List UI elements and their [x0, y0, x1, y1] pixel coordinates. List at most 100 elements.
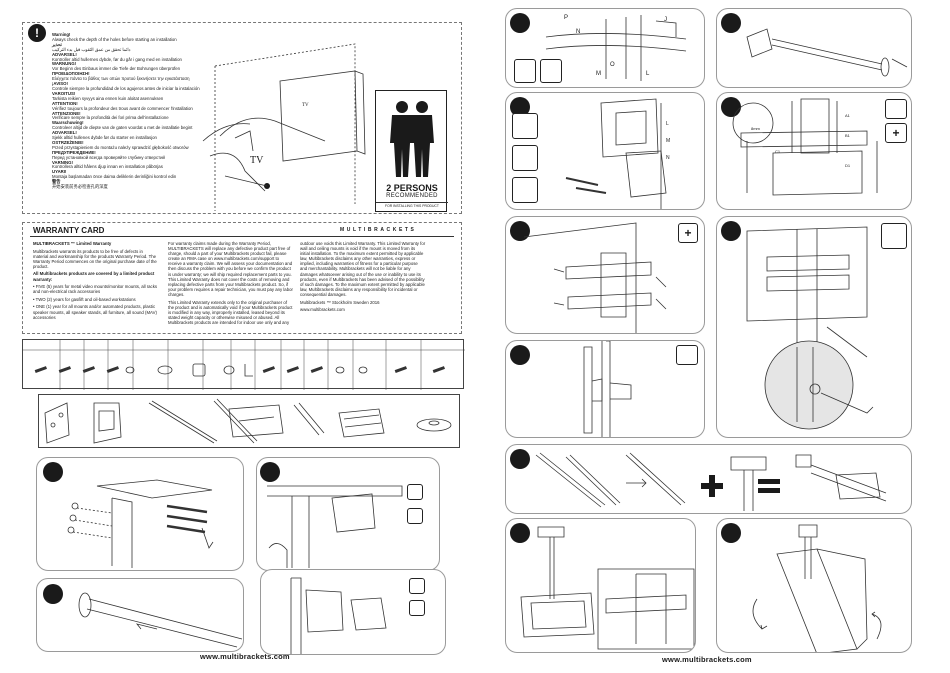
- warning-title: WARNUNG!: [52, 61, 77, 67]
- allen-key-tool-icon: [676, 345, 698, 365]
- warranty-divider: [30, 236, 454, 237]
- warning-text: Vor Beginn des Einbaus immer die Tiefe d…: [52, 66, 181, 72]
- letter-m-step3: M: [666, 138, 671, 144]
- allen-key-tool-icon: [512, 113, 538, 139]
- allen-key-tool-icon: [881, 223, 907, 249]
- step-number-badge: [721, 13, 741, 33]
- warning-text: Kontrollera alltid hålens djup innan en …: [52, 164, 163, 170]
- warranty-paragraph: This Limited Warranty extends only to th…: [168, 299, 293, 325]
- warning-title: OSTRZEŻENIE!: [52, 139, 84, 145]
- spanner-tool-icon: [512, 145, 538, 171]
- step-box-left-3: [36, 578, 244, 652]
- step-box-right-7: [505, 340, 705, 438]
- warning-text: Controle siempre la profundidad de los a…: [52, 85, 200, 91]
- step-number-badge: [721, 523, 741, 543]
- pole-bolts-drawing: [290, 577, 387, 654]
- two-persons-icon: [390, 101, 434, 177]
- warning-title: ΠΡΟΕΙΔΟΠΟΙΗΣΗ!: [52, 71, 90, 77]
- warning-title: Warning!: [52, 32, 71, 37]
- warning-title: ADVARSEL!: [52, 130, 77, 136]
- warning-text-list: Warning!Always check the depth of the ho…: [52, 32, 202, 190]
- step-number-badge: [510, 221, 530, 241]
- allen-key-tool-icon: [885, 99, 907, 119]
- warranty-paragraph: For warranty claims made during the Warr…: [168, 241, 293, 297]
- warning-text: Verificare sempre la profondità dei fori…: [52, 115, 169, 121]
- plus-tool-icon: +: [885, 123, 907, 143]
- left-footer-url: www.multibrackets.com: [200, 652, 290, 661]
- right-footer-url: www.multibrackets.com: [662, 655, 752, 664]
- warranty-paragraph: outdoor use voids this Limited Warranty.…: [300, 241, 426, 297]
- warranty-paragraph: • ONE (1) year for all mounts and/or aut…: [33, 304, 157, 320]
- warning-title: ¡AVISO!: [52, 81, 68, 87]
- step-box-right-6: [716, 216, 912, 438]
- letter-n: N: [576, 29, 581, 35]
- warranty-brand: MULTIBRACKETS: [340, 227, 417, 233]
- hardware-parts-drawing: [23, 340, 465, 390]
- dimension-d1: D1: [845, 163, 851, 168]
- persons-recommended: RECOMMENDED: [386, 193, 438, 199]
- warning-text: دائما تحقق من عمق الثقوب قبل بدء التركيب: [52, 46, 131, 52]
- warranty-title: WARRANTY CARD: [33, 226, 105, 235]
- warranty-paragraph: www.multibrackets.com: [300, 307, 345, 313]
- warranty-paragraph: Multibrackets ™ Stockholm Sweden 2016: [300, 299, 380, 305]
- step-box-left-4: [260, 569, 446, 655]
- tv-drilling-illustration: [202, 43, 366, 211]
- persons-note: FOR INSTALLING THIS PRODUCT: [376, 202, 448, 208]
- warning-title: ATTENZIONE!: [52, 110, 81, 116]
- dimension-b1: B1: [845, 133, 850, 138]
- pole-plate-drawing: [78, 592, 243, 648]
- letter-l: L: [646, 71, 650, 77]
- dimension-a1: A1: [845, 113, 850, 118]
- step-box-left-2: [256, 457, 440, 571]
- letter-p: P: [564, 15, 569, 21]
- warning-title: تحذير: [52, 41, 62, 47]
- wrench-tool-icon: [407, 484, 423, 500]
- warning-text: 开始安装前务必检查孔的深度: [52, 184, 108, 190]
- tv-tilt-drawing: [752, 524, 882, 652]
- step-box-right-10: [716, 518, 912, 653]
- step-box-right-3: L M N: [505, 92, 705, 210]
- parts-overview-drawing: [44, 398, 452, 444]
- step-box-left-1: [36, 457, 244, 571]
- step-number-badge: [43, 462, 63, 482]
- tv-mount-install-drawing: [520, 526, 695, 650]
- tv-side-view-drawing: [583, 341, 632, 437]
- allen-key-tool-icon: [514, 59, 536, 83]
- hardware-parts-strip: [22, 339, 465, 390]
- screwdriver-tool-icon: [409, 600, 425, 616]
- warranty-paragraph: MULTIBRACKETS ™ Limited Warranty: [33, 241, 112, 246]
- warning-title: VAROITUS!: [52, 90, 76, 96]
- warning-text: Перед установкой всегда проверяйте глуби…: [52, 154, 165, 160]
- step-number-badge: [510, 449, 530, 469]
- warning-section: [22, 22, 462, 214]
- pole-extension-drawing: [535, 452, 887, 511]
- pole-clamp-drawing: [545, 15, 687, 81]
- step-number-badge: [510, 97, 530, 117]
- warranty-column-2: For warranty claims made during the Warr…: [168, 241, 294, 328]
- step-number-badge: [721, 221, 741, 241]
- joist-mount-drawing: [267, 485, 403, 568]
- warranty-paragraph: • TWO (2) years for gas/lift and oil-bas…: [33, 296, 136, 302]
- wrench-tool-icon: [409, 578, 425, 594]
- step-number-badge: [510, 345, 530, 365]
- warranty-card: [22, 222, 462, 334]
- letter-m: M: [596, 71, 601, 77]
- warranty-paragraph: All Multibrackets products are covered b…: [33, 271, 155, 282]
- letter-l-step3: L: [666, 121, 669, 127]
- warning-text: Vérifiez toujours la profondeur des trou…: [52, 105, 193, 111]
- screwdriver-tool-icon: [512, 177, 538, 203]
- step-number-badge: [260, 462, 280, 482]
- warranty-column-3: outdoor use voids this Limited Warranty.…: [300, 241, 426, 315]
- warning-icon: !: [28, 24, 46, 42]
- spanner-tool-icon: [540, 59, 562, 83]
- tv-hang-detail-drawing: [746, 226, 874, 430]
- step-box-right-4: 8mm A1 B1 C1 D1 +: [716, 92, 912, 210]
- tv-plate-arms-drawing: [523, 222, 667, 333]
- plus-sign: [701, 475, 723, 497]
- warranty-paragraph: Multibrackets warrants its products to b…: [33, 248, 157, 269]
- ceiling-plate-drawing: [67, 479, 214, 568]
- warning-title: Waarschuwing!: [52, 120, 84, 126]
- step-box-right-8: [505, 444, 912, 514]
- plus-tool-icon: +: [678, 223, 698, 243]
